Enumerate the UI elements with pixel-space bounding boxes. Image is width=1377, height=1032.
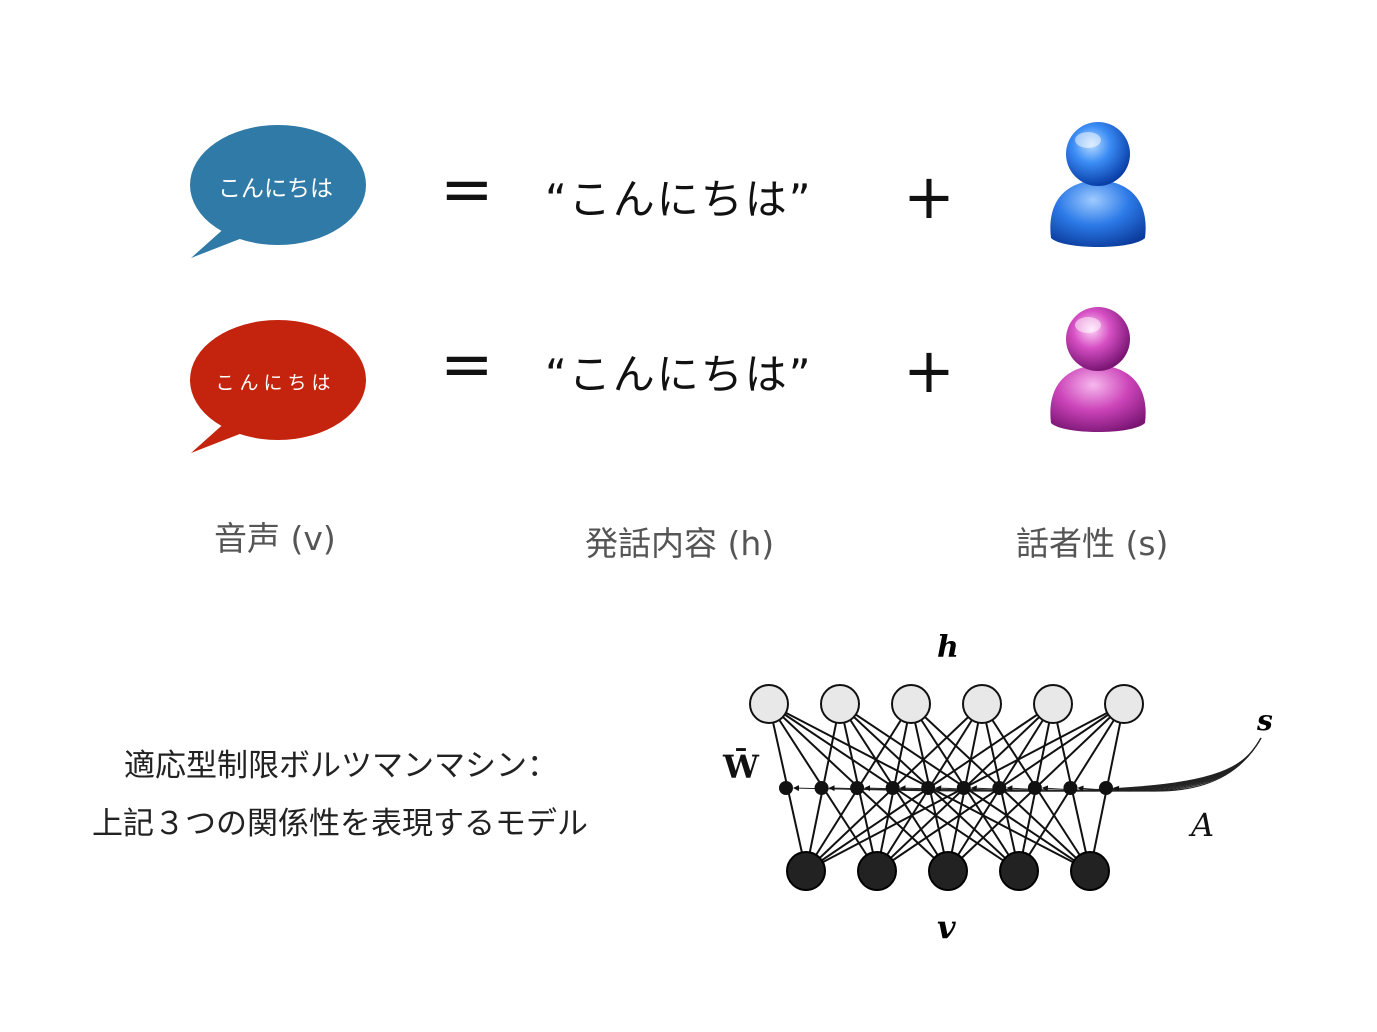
- hidden-unit: [749, 684, 789, 724]
- utterance-content: “こんにちは”: [545, 350, 813, 399]
- factor-node: [779, 781, 793, 795]
- factor-node: [992, 781, 1007, 795]
- factor-node: [1063, 781, 1078, 795]
- hidden-layer-label: h: [937, 630, 959, 665]
- adaptation-edge: [1041, 737, 1262, 792]
- plus-sign: +: [903, 160, 955, 233]
- pink-user-icon: [1043, 303, 1153, 442]
- factor-node: [1027, 781, 1042, 795]
- factor-node: [885, 781, 900, 795]
- speech-bubble-red: こんにちは: [188, 320, 378, 455]
- bubble-text: こんにちは: [218, 176, 333, 202]
- factor-node: [1099, 781, 1113, 795]
- equals-sign: =: [440, 153, 494, 227]
- model-description-line2: 上記３つの関係性を表現するモデル: [92, 806, 588, 842]
- speech-bubble-icon: [190, 125, 366, 258]
- equals-sign: =: [440, 328, 494, 402]
- hidden-unit: [820, 684, 860, 724]
- visible-unit: [1070, 851, 1110, 891]
- adaptation-edge: [1113, 737, 1262, 792]
- adaptation-label: A: [1188, 806, 1214, 844]
- adaptive-rbm-diagram: h v W̄ s A: [715, 620, 1315, 954]
- speech-bubble-blue: こんにちは: [188, 125, 378, 260]
- visible-unit: [786, 851, 826, 891]
- plus-sign: +: [903, 334, 955, 407]
- model-description-line1: 適応型制限ボルツマンマシン：: [124, 748, 558, 784]
- utterance-content: “こんにちは”: [545, 175, 813, 224]
- visible-unit: [999, 851, 1039, 891]
- caption-voice: 音声 (v): [214, 519, 336, 558]
- factor-node: [956, 781, 971, 795]
- visible-unit: [857, 851, 897, 891]
- weight-label: W̄: [722, 748, 760, 786]
- hidden-unit: [1104, 684, 1144, 724]
- caption-speaker: 話者性 (s): [1016, 524, 1169, 563]
- caption-content: 発話内容 (h): [585, 524, 775, 563]
- hidden-unit: [891, 684, 931, 724]
- visible-layer-label: v: [937, 908, 956, 946]
- bubble-text: こんにちは: [215, 372, 336, 394]
- factor-node: [921, 781, 936, 795]
- hidden-unit: [1033, 684, 1073, 724]
- hidden-unit: [962, 684, 1002, 724]
- visible-unit: [928, 851, 968, 891]
- speaker-label: s: [1256, 704, 1273, 737]
- speech-bubble-icon: [190, 320, 366, 453]
- factor-node: [850, 781, 865, 795]
- factor-node: [814, 781, 829, 795]
- blue-user-icon: [1043, 118, 1153, 257]
